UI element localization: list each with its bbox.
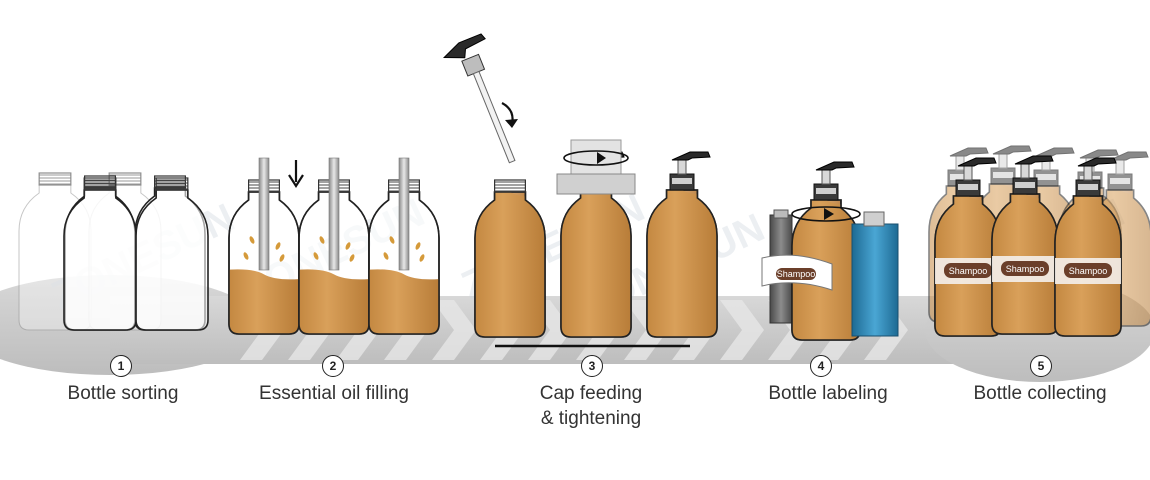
pump-cap bbox=[990, 145, 1032, 185]
conveyor-stripe bbox=[432, 300, 476, 360]
oil-droplet bbox=[249, 236, 255, 244]
step-number: 3 bbox=[581, 355, 603, 377]
step-label: Bottle sorting bbox=[67, 383, 179, 404]
filling-nozzle bbox=[398, 157, 410, 271]
filling-nozzle bbox=[258, 157, 270, 271]
pump-cap bbox=[813, 161, 855, 201]
oil-droplet bbox=[275, 242, 281, 250]
step-number: 4 bbox=[810, 355, 832, 377]
pump-cap bbox=[955, 157, 997, 197]
oil-droplet bbox=[313, 252, 319, 260]
bottle bbox=[63, 177, 137, 331]
product-label-text: Shampoo bbox=[777, 269, 816, 279]
step-label: Essential oil filling bbox=[259, 383, 409, 404]
product-label-tag bbox=[776, 268, 816, 280]
down-arrow-icon bbox=[288, 160, 304, 189]
product-label-text: Shampoo bbox=[1069, 266, 1108, 276]
bottle bbox=[646, 189, 718, 338]
step-number: 1 bbox=[110, 355, 132, 377]
falling-pump-cap bbox=[442, 33, 516, 164]
product-label-text: Shampoo bbox=[1006, 264, 1045, 274]
product-label-tag bbox=[1064, 263, 1112, 278]
oil-droplet bbox=[243, 252, 249, 260]
oil-droplet bbox=[415, 242, 421, 250]
bottle-collecting-station: Shampoo Shampoo Shampoo bbox=[928, 145, 1150, 337]
pump-cap bbox=[669, 151, 711, 191]
oil-droplet bbox=[349, 254, 355, 262]
bottle bbox=[474, 179, 546, 338]
oil-droplet bbox=[389, 236, 395, 244]
oil-droplet bbox=[383, 252, 389, 260]
bottle bbox=[560, 189, 632, 338]
pump-cap bbox=[1107, 151, 1149, 191]
bottle bbox=[135, 177, 209, 331]
product-label-tag bbox=[944, 263, 992, 278]
step-number: 5 bbox=[1030, 355, 1052, 377]
blue-roller bbox=[851, 223, 899, 337]
step-label: Bottle labeling bbox=[768, 383, 888, 404]
step-number: 2 bbox=[322, 355, 344, 377]
conveyor-stripe bbox=[720, 300, 764, 360]
step-label: Bottle collecting bbox=[973, 383, 1107, 404]
product-label-tag bbox=[1001, 261, 1049, 276]
capping-chuck bbox=[556, 173, 636, 195]
pump-cap bbox=[1075, 157, 1117, 197]
curve-arrow-head bbox=[505, 119, 518, 128]
oil-droplet bbox=[279, 254, 285, 262]
rotate-arrow-icon bbox=[563, 150, 629, 166]
pump-cap bbox=[1033, 147, 1075, 187]
filling-nozzle bbox=[328, 157, 340, 271]
oil-droplet bbox=[319, 236, 325, 244]
oil-filling-station bbox=[228, 157, 440, 335]
cap-tightening-station bbox=[442, 33, 718, 348]
labeling-station: Shampoo bbox=[761, 161, 899, 341]
step-label: Cap feeding & tightening bbox=[539, 383, 643, 429]
pump-cap bbox=[1012, 155, 1054, 195]
oil-droplet bbox=[419, 254, 425, 262]
rotate-arrow-head bbox=[597, 152, 606, 164]
product-label-text: Shampoo bbox=[949, 266, 988, 276]
oil-droplet bbox=[345, 242, 351, 250]
rotate-arrow-icon bbox=[791, 206, 861, 222]
bottle-sorting-station bbox=[18, 172, 209, 331]
